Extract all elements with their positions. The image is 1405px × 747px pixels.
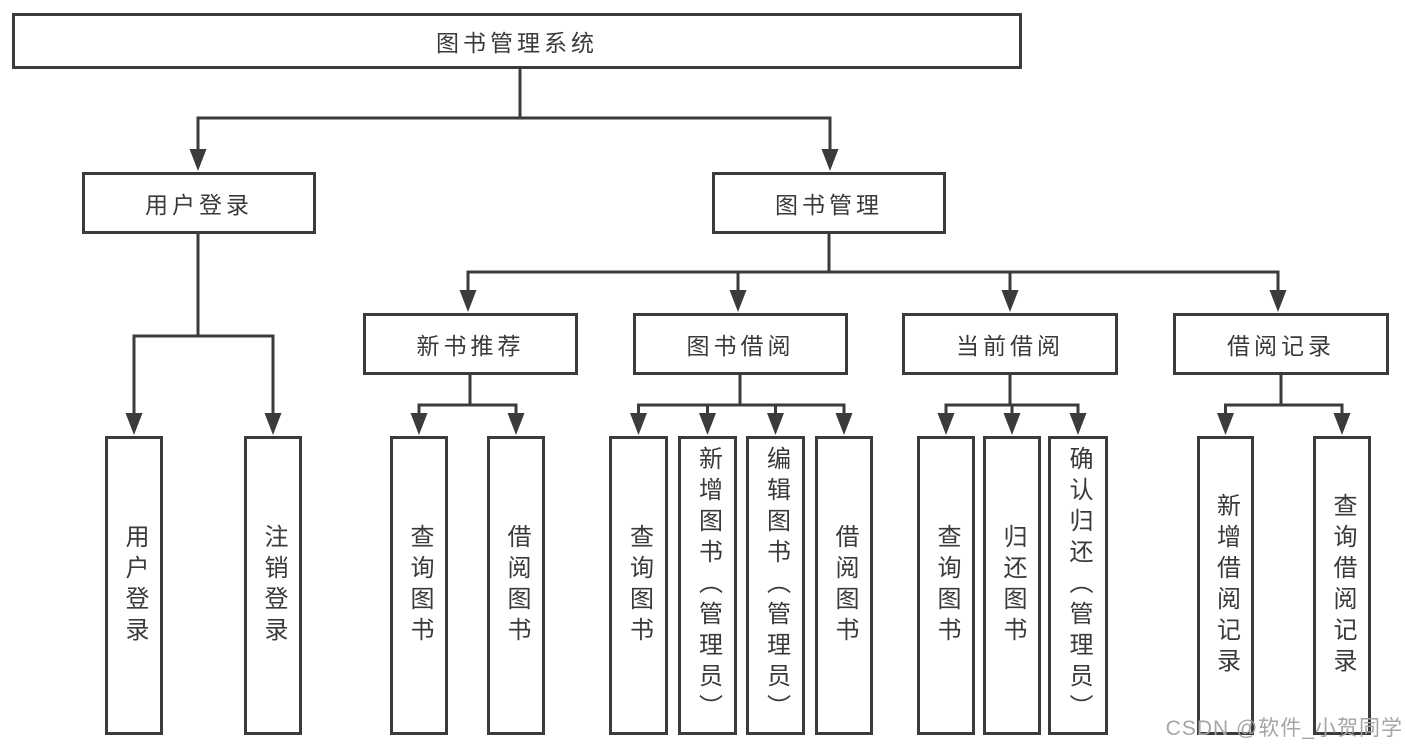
node-current-borrow-label: 当前借阅 bbox=[956, 333, 1064, 359]
node-login: 用户登录 bbox=[105, 436, 163, 735]
node-borrow-books-label: 借阅图书 bbox=[831, 523, 858, 648]
node-borrow-books-recommend-label: 借阅图书 bbox=[503, 523, 530, 648]
node-book-borrow: 图书借阅 bbox=[633, 313, 848, 375]
node-borrow-records-label: 借阅记录 bbox=[1227, 333, 1335, 359]
node-confirm-return-admin-label: 确认归还（管理员） bbox=[1065, 446, 1092, 725]
node-add-book-admin: 新增图书（管理员） bbox=[678, 436, 737, 735]
node-add-book-admin-label: 新增图书（管理员） bbox=[694, 446, 722, 725]
node-edit-book-admin: 编辑图书（管理员） bbox=[746, 436, 805, 735]
node-query-borrow-record-label: 查询借阅记录 bbox=[1329, 492, 1356, 679]
node-query-books-current: 查询图书 bbox=[917, 436, 975, 735]
node-edit-book-admin-label: 编辑图书（管理员） bbox=[762, 446, 790, 725]
node-return-book-label: 归还图书 bbox=[999, 523, 1026, 648]
node-add-borrow-record: 新增借阅记录 bbox=[1197, 436, 1254, 735]
node-user-login: 用户登录 bbox=[82, 172, 316, 234]
node-new-book-recommend: 新书推荐 bbox=[363, 313, 578, 375]
node-root: 图书管理系统 bbox=[12, 13, 1022, 69]
node-book-management-label: 图书管理 bbox=[775, 192, 883, 218]
node-book-borrow-label: 图书借阅 bbox=[686, 333, 795, 359]
node-current-borrow: 当前借阅 bbox=[902, 313, 1118, 375]
node-borrow-books-recommend: 借阅图书 bbox=[487, 436, 545, 735]
node-confirm-return-admin: 确认归还（管理员） bbox=[1048, 436, 1108, 735]
node-root-label: 图书管理系统 bbox=[436, 30, 598, 56]
node-logout: 注销登录 bbox=[244, 436, 302, 735]
node-query-books-borrow-label: 查询图书 bbox=[625, 523, 653, 648]
node-add-borrow-record-label: 新增借阅记录 bbox=[1212, 492, 1240, 679]
node-user-login-label: 用户登录 bbox=[145, 192, 253, 218]
node-book-management: 图书管理 bbox=[712, 172, 946, 234]
node-borrow-books: 借阅图书 bbox=[815, 436, 873, 735]
node-query-books-recommend: 查询图书 bbox=[390, 436, 448, 735]
node-new-book-recommend-label: 新书推荐 bbox=[416, 333, 525, 359]
node-query-books-recommend-label: 查询图书 bbox=[406, 523, 433, 648]
node-query-books-borrow: 查询图书 bbox=[609, 436, 668, 735]
node-return-book: 归还图书 bbox=[983, 436, 1041, 735]
csdn-watermark: CSDN @软件_小贺同学 bbox=[1165, 717, 1403, 740]
node-login-label: 用户登录 bbox=[121, 523, 148, 648]
node-query-borrow-record: 查询借阅记录 bbox=[1313, 436, 1371, 735]
node-query-books-current-label: 查询图书 bbox=[933, 523, 960, 648]
node-logout-label: 注销登录 bbox=[260, 523, 287, 648]
node-borrow-records: 借阅记录 bbox=[1173, 313, 1389, 375]
